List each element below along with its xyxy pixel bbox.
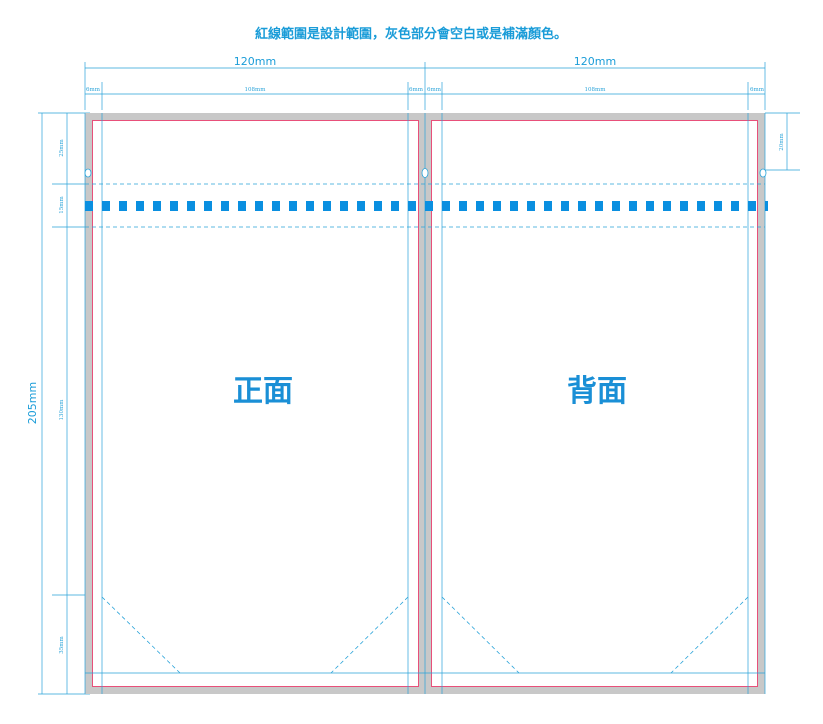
front-width-label: 120mm xyxy=(234,55,276,68)
front-design-area xyxy=(92,120,419,687)
front-left-margin-label: 6mm xyxy=(86,87,101,93)
hang-hole-left xyxy=(84,168,92,178)
back-inner-width-label: 108mm xyxy=(585,87,607,93)
front-right-margin-label: 6mm xyxy=(409,87,424,93)
back-width-label: 120mm xyxy=(574,55,616,68)
back-design-area xyxy=(431,120,758,687)
hang-hole-markers xyxy=(84,168,767,178)
fold-lines xyxy=(85,183,765,228)
back-panel-label: 背面 xyxy=(567,374,627,409)
right-dimension-ruler xyxy=(765,112,800,171)
right-top-section-label: 20mm xyxy=(779,133,785,151)
hang-section-label: 15mm xyxy=(59,196,65,214)
total-height-label: 205mm xyxy=(26,382,39,424)
top-dimension-ruler xyxy=(84,62,766,110)
hang-hole-right xyxy=(759,168,767,178)
top-section-label: 25mm xyxy=(59,139,65,157)
gusset-section-label: 35mm xyxy=(59,636,65,654)
front-panel xyxy=(92,120,419,687)
front-panel-label: 正面 xyxy=(233,374,293,409)
front-inner-width-label: 108mm xyxy=(245,87,267,93)
back-panel xyxy=(431,120,758,687)
back-left-margin-label: 6mm xyxy=(427,87,442,93)
left-dimension-ruler xyxy=(38,112,90,695)
hang-hole-center xyxy=(421,168,429,178)
back-right-margin-label: 6mm xyxy=(750,87,765,93)
body-section-label: 130mm xyxy=(59,399,65,421)
diagram-heading: 紅線範圍是設計範圍，灰色部分會空白或是補滿顏色。 xyxy=(255,26,567,42)
